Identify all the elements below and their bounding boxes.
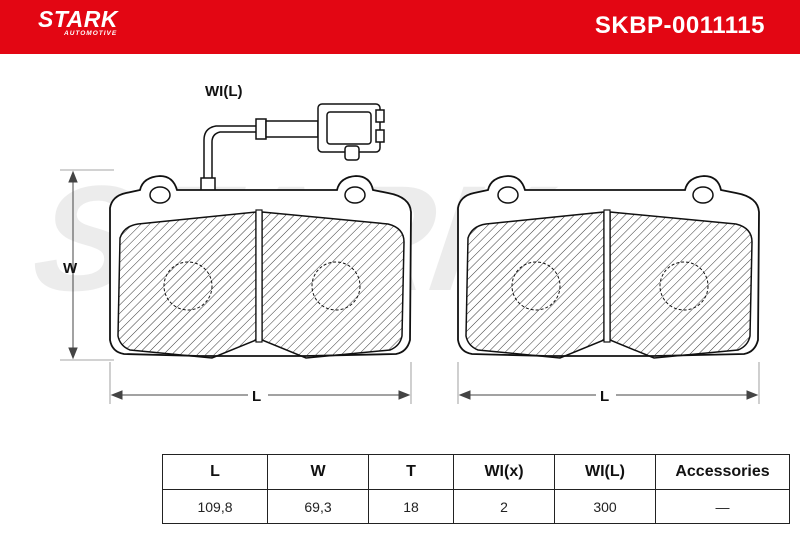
length-label-right: L	[600, 388, 609, 405]
brake-pad-left	[109, 175, 412, 359]
value-width: 69,3	[267, 489, 369, 524]
brand-subtitle: AUTOMOTIVE	[64, 30, 118, 37]
col-header-thickness: T	[368, 454, 454, 490]
value-thickness: 18	[368, 489, 454, 524]
specs-header-row: L W T WI(x) WI(L) Accessories	[162, 454, 790, 490]
col-header-wi-x: WI(x)	[453, 454, 555, 490]
col-header-wi-l: WI(L)	[554, 454, 656, 490]
value-wi-x: 2	[453, 489, 555, 524]
col-header-width: W	[267, 454, 369, 490]
wear-indicator-label: WI(L)	[205, 83, 242, 100]
col-header-length: L	[162, 454, 268, 490]
header-bar: STARK AUTOMOTIVE SKBP-0011115	[0, 0, 800, 54]
value-accessories: —	[655, 489, 790, 524]
brand-name: STARK	[38, 6, 119, 32]
specs-table: L W T WI(x) WI(L) Accessories 109,8 69,3…	[162, 454, 790, 524]
wear-indicator	[200, 103, 385, 217]
length-label-left: L	[252, 388, 261, 405]
col-header-accessories: Accessories	[655, 454, 790, 490]
brake-pad-drawing: STARK WI(L)	[25, 83, 760, 405]
specs-value-row: 109,8 69,3 18 2 300 —	[162, 489, 790, 524]
value-wi-l: 300	[554, 489, 656, 524]
brake-pad-right	[457, 175, 760, 359]
width-label: W	[63, 260, 78, 277]
brand-logo: STARK AUTOMOTIVE	[38, 6, 118, 37]
value-length: 109,8	[162, 489, 268, 524]
part-number: SKBP-0011115	[594, 12, 765, 39]
